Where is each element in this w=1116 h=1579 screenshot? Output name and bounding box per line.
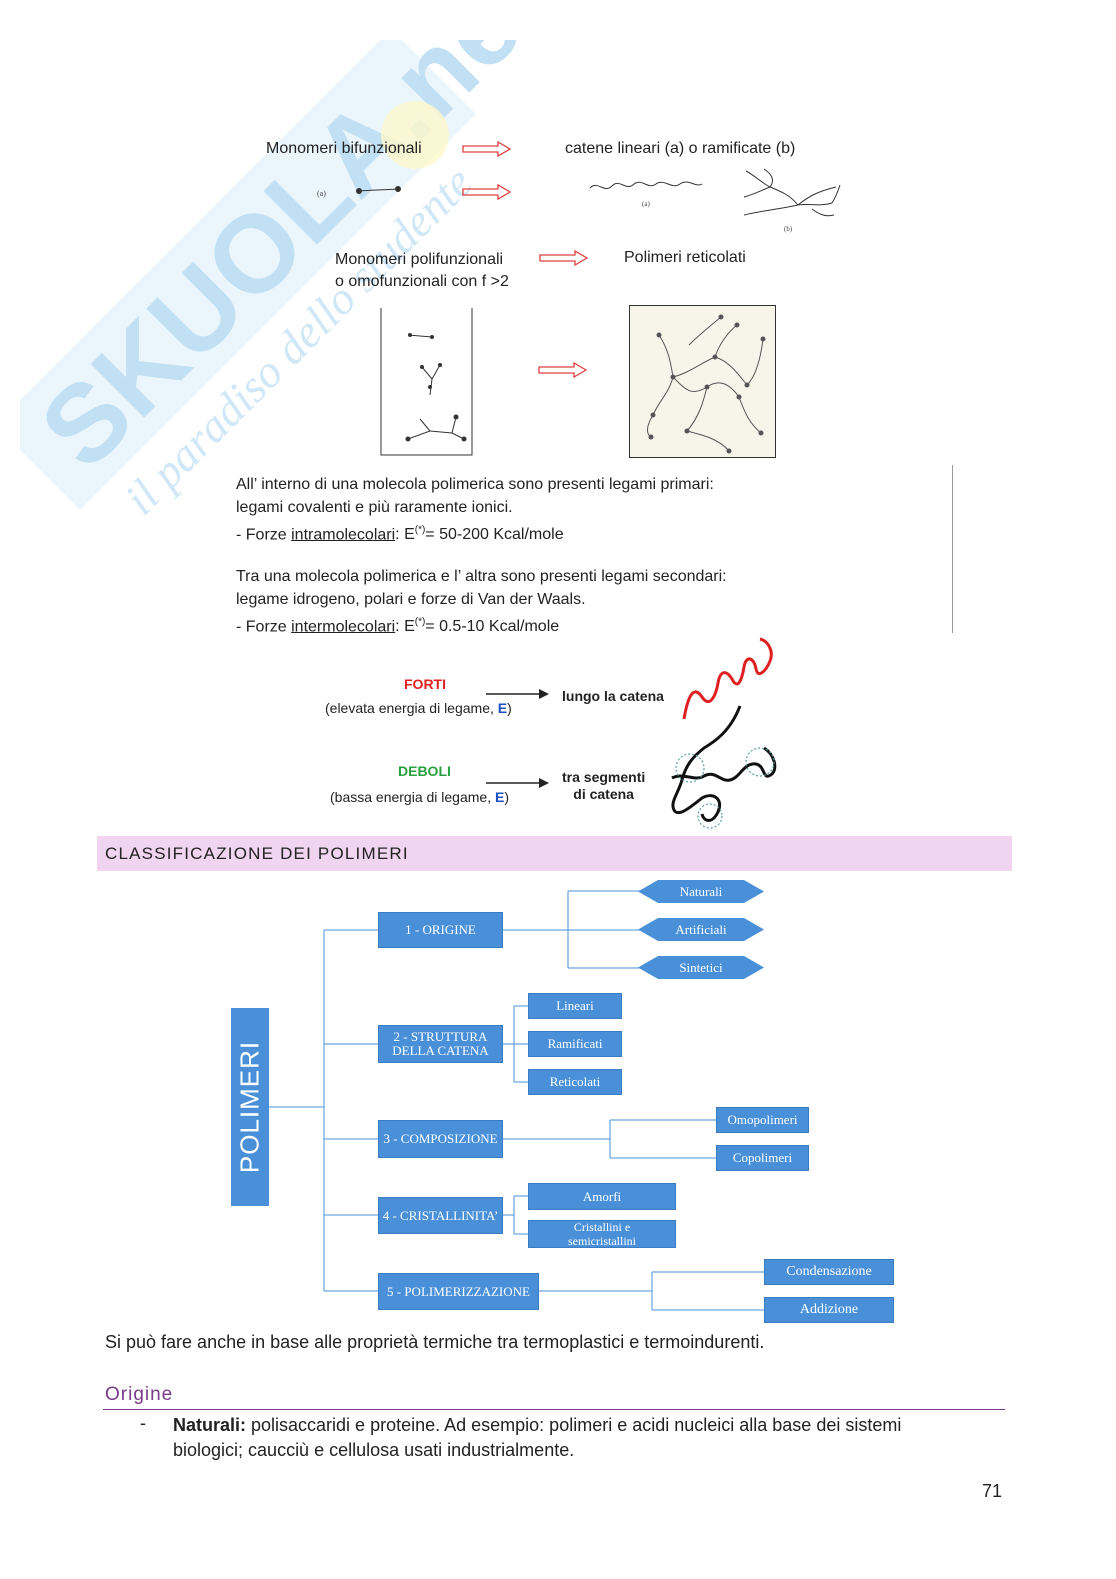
- label-b: (b): [784, 225, 793, 233]
- section-title: CLASSIFICAZIONE DEI POLIMERI: [105, 844, 409, 863]
- arrow-right-icon: [486, 689, 549, 699]
- black-chains-icon: [671, 705, 777, 829]
- lineari-item: Lineari: [528, 993, 622, 1019]
- svg-text:(a): (a): [317, 189, 326, 198]
- primary-bonds-paragraph: All’ interno di una molecola polimerica …: [236, 476, 714, 544]
- bifunctional-monomer-icon: (a): [317, 186, 401, 198]
- secondary-bonds-paragraph: Tra una molecola polimerica e l’ altra s…: [236, 568, 727, 636]
- strong-target-label: lungo la catena: [562, 688, 664, 704]
- crosslinked-label: Polimeri reticolati: [624, 249, 746, 266]
- polyfunctional-label: Monomeri polifunzionali o omofunzionali …: [335, 251, 509, 290]
- polimeri-root-label: POLIMERI: [234, 1040, 265, 1174]
- composizione-box: 3 - COMPOSIZIONE: [378, 1120, 503, 1158]
- amorfi-item: Amorfi: [528, 1183, 676, 1210]
- watermark-logo: SKUOLA.net il paradiso dello studente: [20, 40, 540, 520]
- page-number: 71: [982, 1481, 1003, 1501]
- addizione-item: Addizione: [764, 1297, 894, 1323]
- polimerizzazione-box: 5 - POLIMERIZZAZIONE: [378, 1273, 539, 1310]
- label-a: (a): [642, 200, 650, 208]
- sintetici-shape: [638, 956, 764, 979]
- artificiali-item: Artificiali: [675, 921, 727, 937]
- naturali-item: Naturali: [679, 883, 723, 899]
- ramificati-item: Ramificati: [528, 1031, 622, 1057]
- origine-heading: Origine: [105, 1384, 174, 1405]
- thermal-note: Si può fare anche in base alle proprietà…: [105, 1332, 765, 1352]
- section-header: CLASSIFICAZIONE DEI POLIMERI: [97, 836, 1012, 871]
- cristallini-item: Cristallini e semicristallini: [528, 1220, 676, 1248]
- weak-target-label: tra segmenti di catena: [562, 769, 646, 802]
- strong-forces-desc: (elevata energia di legame, E): [325, 700, 512, 716]
- arrow-icon: [462, 184, 512, 200]
- artificiali-shape: [638, 918, 764, 941]
- arrow-icon: [538, 362, 588, 378]
- cristallinita-box: 4 - CRISTALLINITA’: [378, 1197, 503, 1234]
- reticolati-item: Reticolati: [528, 1069, 622, 1095]
- polimeri-root-box: POLIMERI: [231, 1008, 269, 1206]
- arrow-icon: [462, 141, 512, 157]
- bifunctional-label: Monomeri bifunzionali: [266, 140, 422, 157]
- copolimeri-item: Copolimeri: [716, 1145, 809, 1171]
- linear-chain-icon: (a): [589, 181, 703, 208]
- branched-chain-icon: (b): [743, 168, 841, 233]
- struttura-box: 2 - STRUTTURA DELLA CATENA: [378, 1025, 503, 1063]
- red-chain-icon: [682, 637, 773, 720]
- sintetici-item: Sintetici: [679, 959, 723, 975]
- polyfunctional-monomers-image: [380, 308, 473, 456]
- omopolimeri-item: Omopolimeri: [716, 1107, 809, 1133]
- strong-forces-label: FORTI: [404, 676, 446, 692]
- weak-forces-desc: (bassa energia di legame, E): [330, 789, 510, 805]
- naturali-bullet: Naturali: polisaccaridi e proteine. Ad e…: [173, 1415, 902, 1460]
- vertical-divider: [952, 465, 953, 633]
- crosslinked-network-image: [629, 305, 776, 458]
- linear-branched-label: catene lineari (a) o ramificate (b): [565, 140, 796, 157]
- arrow-right-icon: [486, 778, 549, 788]
- origine-box: 1 - ORIGINE: [378, 912, 503, 948]
- bullet-dash: -: [140, 1413, 146, 1433]
- weak-forces-label: DEBOLI: [398, 763, 451, 779]
- naturali-shape: [638, 880, 764, 903]
- arrow-icon: [539, 250, 589, 266]
- heading-rule: [103, 1409, 1005, 1410]
- condensazione-item: Condensazione: [764, 1259, 894, 1285]
